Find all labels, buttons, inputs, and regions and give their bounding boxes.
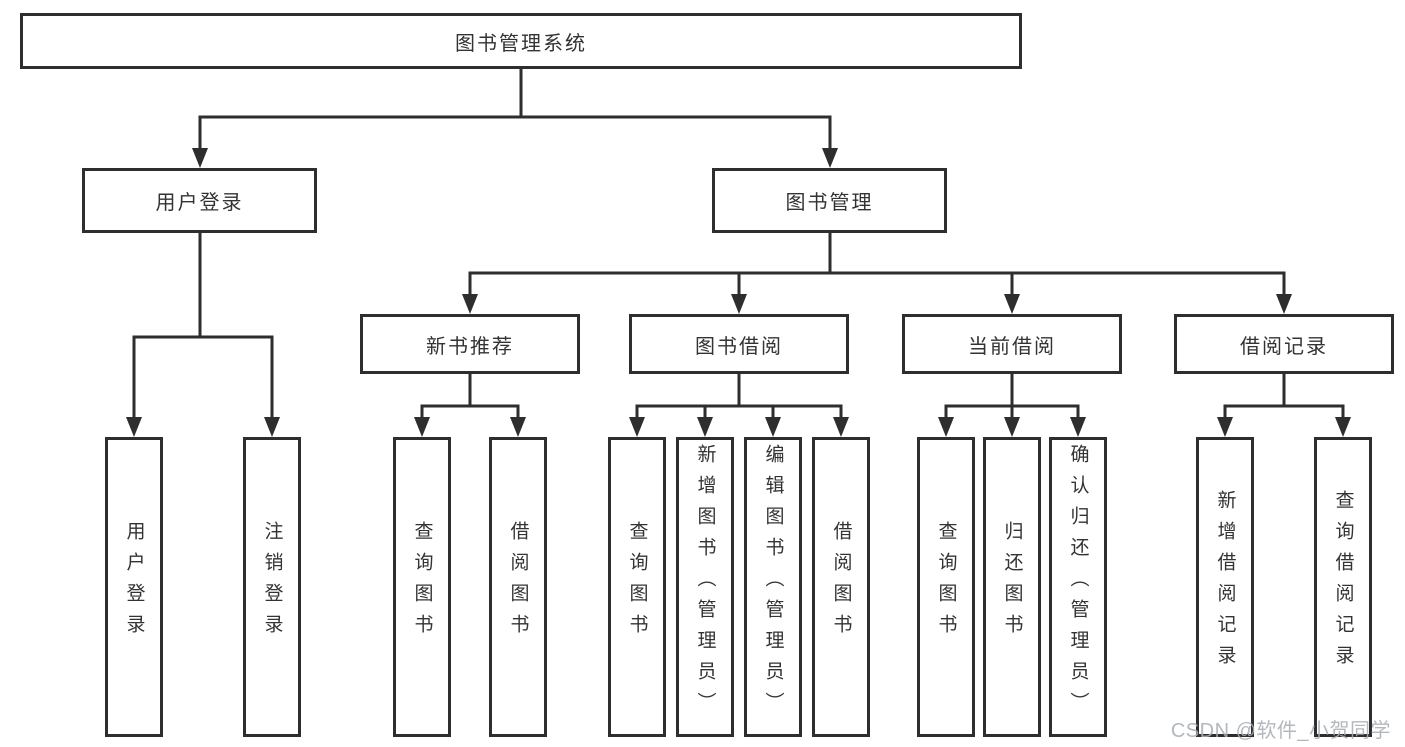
leaf-confirm-return: 确认归还（管理员） (1049, 437, 1107, 737)
node-new-book-rec-label: 新书推荐 (426, 335, 514, 358)
node-book-mgmt-label: 图书管理 (785, 192, 874, 214)
csdn-watermark: CSDN @软件_小贺同学 (1170, 720, 1391, 742)
leaf-query-borrow-record: 查询借阅记录 (1314, 437, 1372, 737)
leaf-borrow-books-borrow: 借阅图书 (812, 437, 870, 737)
leaf-query-books-borrow: 查询图书 (608, 437, 666, 737)
node-book-borrow-label: 图书借阅 (695, 335, 783, 358)
arrowhead-icon (765, 417, 781, 437)
leaf-user-login: 用户登录 (105, 437, 163, 737)
leaf-logout: 注销登录 (243, 437, 301, 737)
leaf-add-borrow-record-label: 新增借阅记录 (1214, 490, 1236, 676)
arrowhead-icon (1217, 417, 1233, 437)
arrowhead-icon (629, 417, 645, 437)
node-root-label: 图书管理系统 (455, 32, 587, 55)
node-borrow-records: 借阅记录 (1174, 314, 1394, 374)
leaf-return-books-label: 归还图书 (1001, 521, 1023, 645)
node-book-mgmt: 图书管理 (712, 168, 947, 233)
leaf-edit-books: 编辑图书（管理员） (744, 437, 802, 737)
node-borrow-records-label: 借阅记录 (1240, 335, 1328, 358)
leaf-user-login-label: 用户登录 (123, 521, 145, 645)
node-new-book-rec: 新书推荐 (360, 314, 580, 374)
connector-borrowrecords-bus (1223, 372, 1345, 421)
leaf-borrow-books-rec-label: 借阅图书 (507, 521, 529, 645)
connector-bookmgmt-bus (468, 231, 1286, 298)
node-user-login-label: 用户登录 (155, 192, 244, 214)
arrowhead-icon (731, 294, 747, 314)
node-root: 图书管理系统 (20, 13, 1022, 69)
arrowhead-icon (510, 417, 526, 437)
leaf-query-books-current-label: 查询图书 (935, 521, 957, 645)
leaf-query-books-borrow-label: 查询图书 (626, 521, 648, 645)
leaf-return-books: 归还图书 (983, 437, 1041, 737)
arrowhead-icon (1004, 294, 1020, 314)
leaf-add-books-label: 新增图书（管理员） (694, 443, 716, 723)
connector-currentborrow-bus (944, 372, 1080, 421)
arrowhead-icon (697, 417, 713, 437)
arrowhead-icon (414, 417, 430, 437)
arrowhead-icon (264, 417, 280, 437)
leaf-query-books-current: 查询图书 (917, 437, 975, 737)
arrowhead-icon (822, 148, 838, 168)
leaf-add-books: 新增图书（管理员） (676, 437, 734, 737)
leaf-borrow-books-rec: 借阅图书 (489, 437, 547, 737)
leaf-query-books-rec: 查询图书 (393, 437, 451, 737)
arrowhead-icon (1335, 417, 1351, 437)
leaf-borrow-books-borrow-label: 借阅图书 (830, 521, 852, 645)
leaf-add-borrow-record: 新增借阅记录 (1196, 437, 1254, 737)
arrowhead-icon (833, 417, 849, 437)
node-book-borrow: 图书借阅 (629, 314, 849, 374)
arrowhead-icon (1276, 294, 1292, 314)
node-user-login: 用户登录 (82, 168, 317, 233)
arrowhead-icon (192, 148, 208, 168)
leaf-query-books-rec-label: 查询图书 (411, 521, 433, 645)
connector-root-bus (198, 67, 832, 152)
leaf-edit-books-label: 编辑图书（管理员） (762, 443, 784, 723)
leaf-confirm-return-label: 确认归还（管理员） (1067, 443, 1089, 723)
arrowhead-icon (938, 417, 954, 437)
node-current-borrow-label: 当前借阅 (968, 335, 1056, 358)
arrowhead-icon (126, 417, 142, 437)
connector-userlogin-bus (132, 231, 274, 421)
connector-newbookrec-bus (420, 372, 520, 421)
arrowhead-icon (462, 294, 478, 314)
leaf-logout-label: 注销登录 (261, 521, 283, 645)
leaf-query-borrow-record-label: 查询借阅记录 (1332, 490, 1354, 676)
arrowhead-icon (1004, 417, 1020, 437)
node-current-borrow: 当前借阅 (902, 314, 1122, 374)
connector-bookborrow-bus (635, 372, 843, 421)
arrowhead-icon (1070, 417, 1086, 437)
